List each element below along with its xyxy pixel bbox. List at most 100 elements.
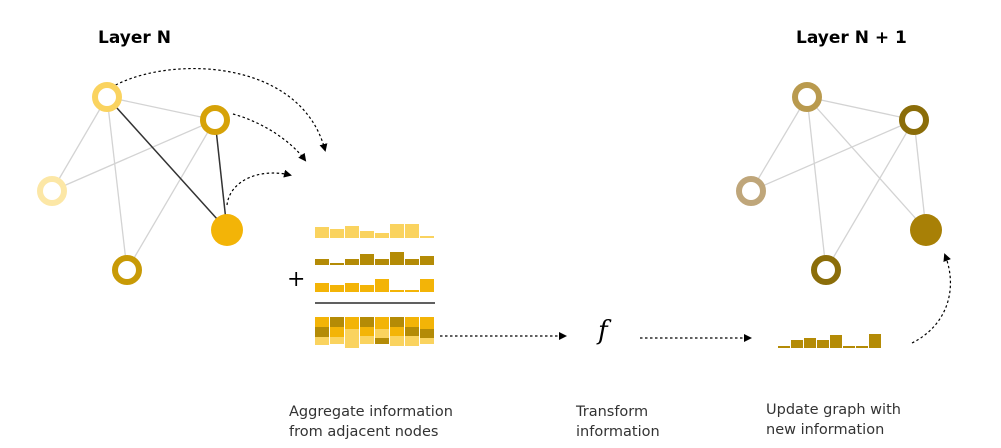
node-a [92,82,122,112]
layer-n-title: Layer N [98,28,171,48]
node-d [112,255,142,285]
edge-a-b [806,96,915,121]
bar [360,285,374,292]
bar [345,226,359,238]
transform-caption-line2: information [576,424,660,440]
transform-caption: Transform information [576,402,660,442]
agg-bar [315,327,329,337]
arrow-back-to-node [911,253,952,344]
bar [405,224,419,238]
bar [375,279,389,292]
transform-function-symbol: f [598,316,608,346]
update-caption: Update graph with new information [766,400,901,440]
bar [420,236,434,238]
agg-bar [345,339,359,348]
node-b [200,105,230,135]
node-b [899,105,929,135]
bar [405,290,419,292]
edge-d-b [825,119,915,271]
bar [420,256,434,265]
agg-bar [330,337,344,344]
transform-caption-line1: Transform [576,404,649,420]
agg-bar [375,338,389,344]
update-bar [778,346,790,348]
agg-bar [345,317,359,329]
agg-bar [360,327,374,336]
message-row-3 [315,279,434,292]
message-arrow-c [226,169,292,206]
update-bar [869,334,881,348]
edge-a-d [106,96,128,271]
right-graph-nodes [736,82,942,285]
update-caption-line1: Update graph with [766,402,901,418]
agg-bar [375,317,389,329]
agg-bar [420,338,434,344]
updated-message [778,334,881,348]
update-bar [804,338,816,348]
update-bar [817,340,829,348]
message-arrow-b [232,113,307,162]
bar [390,290,404,292]
agg-bar [315,317,329,327]
bar [360,231,374,238]
message-row-1 [315,224,434,238]
edge-a-c [106,96,228,231]
bar [345,283,359,292]
bar [315,259,329,265]
message-arrow-a [106,67,328,152]
bar [360,254,374,265]
bar [375,233,389,238]
update-caption-line2: new information [766,422,885,438]
edge-b-c [913,119,927,231]
left-graph-arrows [106,67,328,206]
aggregate-block [315,224,435,348]
agg-bar [420,317,434,329]
node-d [811,255,841,285]
agg-bar [420,329,434,338]
node-c-updated [910,214,942,246]
agg-bar [390,317,404,327]
edge-d-b [126,119,216,271]
aggregate-caption-line2: from adjacent nodes [289,424,439,440]
bar [315,283,329,292]
agg-bar [360,336,374,344]
plus-operator: + [287,267,306,292]
agg-bar [330,317,344,327]
edge-a-d [806,96,827,271]
bar [330,229,344,238]
agg-bar [405,327,419,336]
update-bar [791,340,803,348]
edge-e-b [51,119,216,192]
bar [330,263,344,265]
agg-bar [405,336,419,346]
bar [375,259,389,265]
aggregate-caption-line1: Aggregate information [289,404,453,420]
left-graph [37,67,328,285]
bar [315,227,329,238]
node-e [736,176,766,206]
agg-bar [330,327,344,337]
node-a [792,82,822,112]
agg-bar [405,317,419,327]
agg-bar [390,336,404,346]
edge-e-b [750,119,915,192]
layer-n-plus-1-title: Layer N + 1 [796,28,907,48]
edge-a-b [106,96,216,121]
agg-bar [375,329,389,338]
agg-bar [390,327,404,336]
aggregated-message [315,317,434,348]
right-graph-edges [750,96,927,271]
update-bar [830,335,842,348]
update-bar [843,346,855,348]
message-row-2 [315,252,434,265]
bar [390,252,404,265]
bar [405,259,419,265]
edge-a-e [750,96,808,192]
agg-bar [315,337,329,345]
left-graph-edges [51,96,228,271]
edge-b-c [214,119,228,231]
update-bar [856,346,868,348]
bar [390,224,404,238]
agg-bar [360,317,374,327]
